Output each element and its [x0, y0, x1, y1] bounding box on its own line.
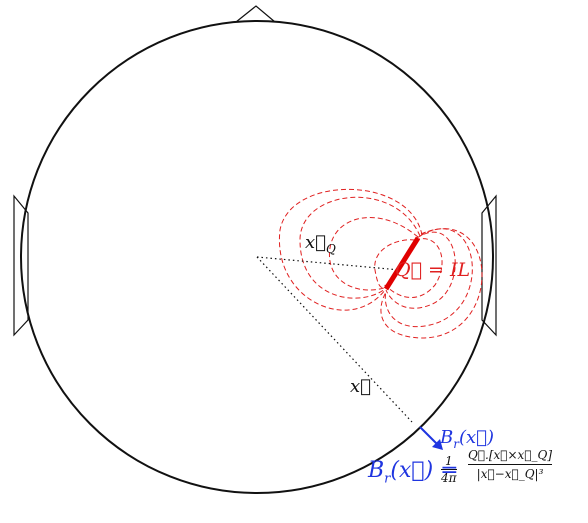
Br-arrow [419, 426, 443, 450]
head-circle [20, 20, 494, 494]
formula-numerator: Q⃗.[x⃗×x⃗_Q] [468, 448, 553, 462]
formula-fraction: Q⃗.[x⃗×x⃗_Q] |x⃗−x⃗_Q|³ [468, 448, 553, 481]
label-xQ: x⃗Q [305, 232, 336, 256]
label-Q-definition: Q⃗ = IL [395, 259, 470, 281]
formula-coefficient: 1 4π [441, 454, 457, 485]
magnetic-field-lines [279, 188, 483, 339]
nose [235, 5, 276, 23]
label-Br: Br(x⃗) [439, 427, 494, 451]
dipole-current [383, 236, 421, 291]
vector-x [256, 256, 413, 423]
right-ear [481, 194, 497, 337]
label-x: x⃗ [350, 376, 371, 397]
Br-formula: Br(x⃗) = 1 4π Q⃗.[x⃗×x⃗_Q] |x⃗−x⃗_Q|³ [368, 440, 584, 520]
formula-lhs: Br(x⃗) = [368, 458, 459, 487]
formula-denominator: |x⃗−x⃗_Q|³ [476, 467, 544, 481]
vector-xQ [256, 256, 401, 271]
position-vectors [256, 256, 413, 423]
left-ear [13, 194, 29, 337]
